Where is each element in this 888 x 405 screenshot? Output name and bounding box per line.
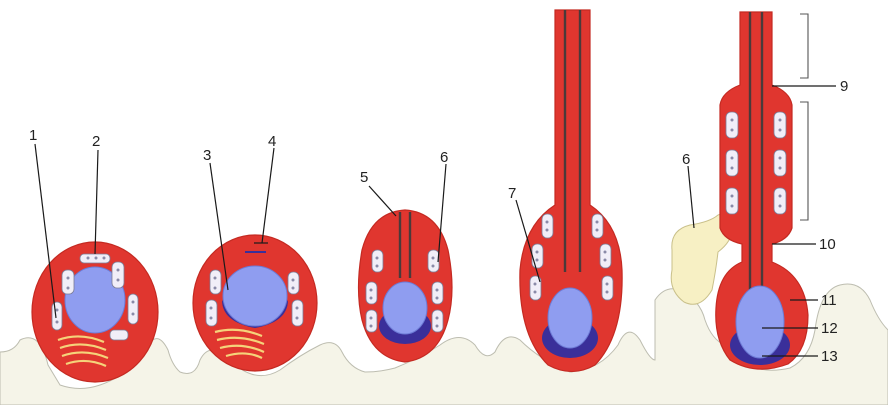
stage-2-cap-phase bbox=[193, 235, 317, 371]
label-3: 3 bbox=[203, 147, 211, 164]
stage-2-nucleus bbox=[223, 266, 287, 326]
label-12: 12 bbox=[821, 320, 838, 337]
label-6-stage-3: 6 bbox=[440, 149, 448, 166]
stage-4-nucleus bbox=[548, 288, 592, 348]
stage-3-acrosome-phase bbox=[359, 210, 453, 362]
stage-4-maturation-phase bbox=[520, 10, 622, 372]
principal-piece-bracket bbox=[800, 14, 808, 78]
label-2: 2 bbox=[92, 133, 100, 150]
stage-5-nucleus bbox=[736, 286, 784, 358]
label-6-residual: 6 bbox=[682, 151, 690, 168]
label-9: 9 bbox=[840, 78, 848, 95]
label-11: 11 bbox=[821, 292, 837, 309]
label-7: 7 bbox=[508, 185, 516, 202]
label-4: 4 bbox=[268, 133, 276, 150]
stage-3-nucleus bbox=[383, 282, 427, 334]
label-5: 5 bbox=[360, 169, 368, 186]
label-10: 10 bbox=[819, 236, 836, 253]
stage-1-golgi-phase bbox=[32, 242, 158, 382]
middle-piece-bracket bbox=[800, 102, 808, 220]
label-1: 1 bbox=[29, 127, 37, 144]
label-13: 13 bbox=[821, 348, 838, 365]
